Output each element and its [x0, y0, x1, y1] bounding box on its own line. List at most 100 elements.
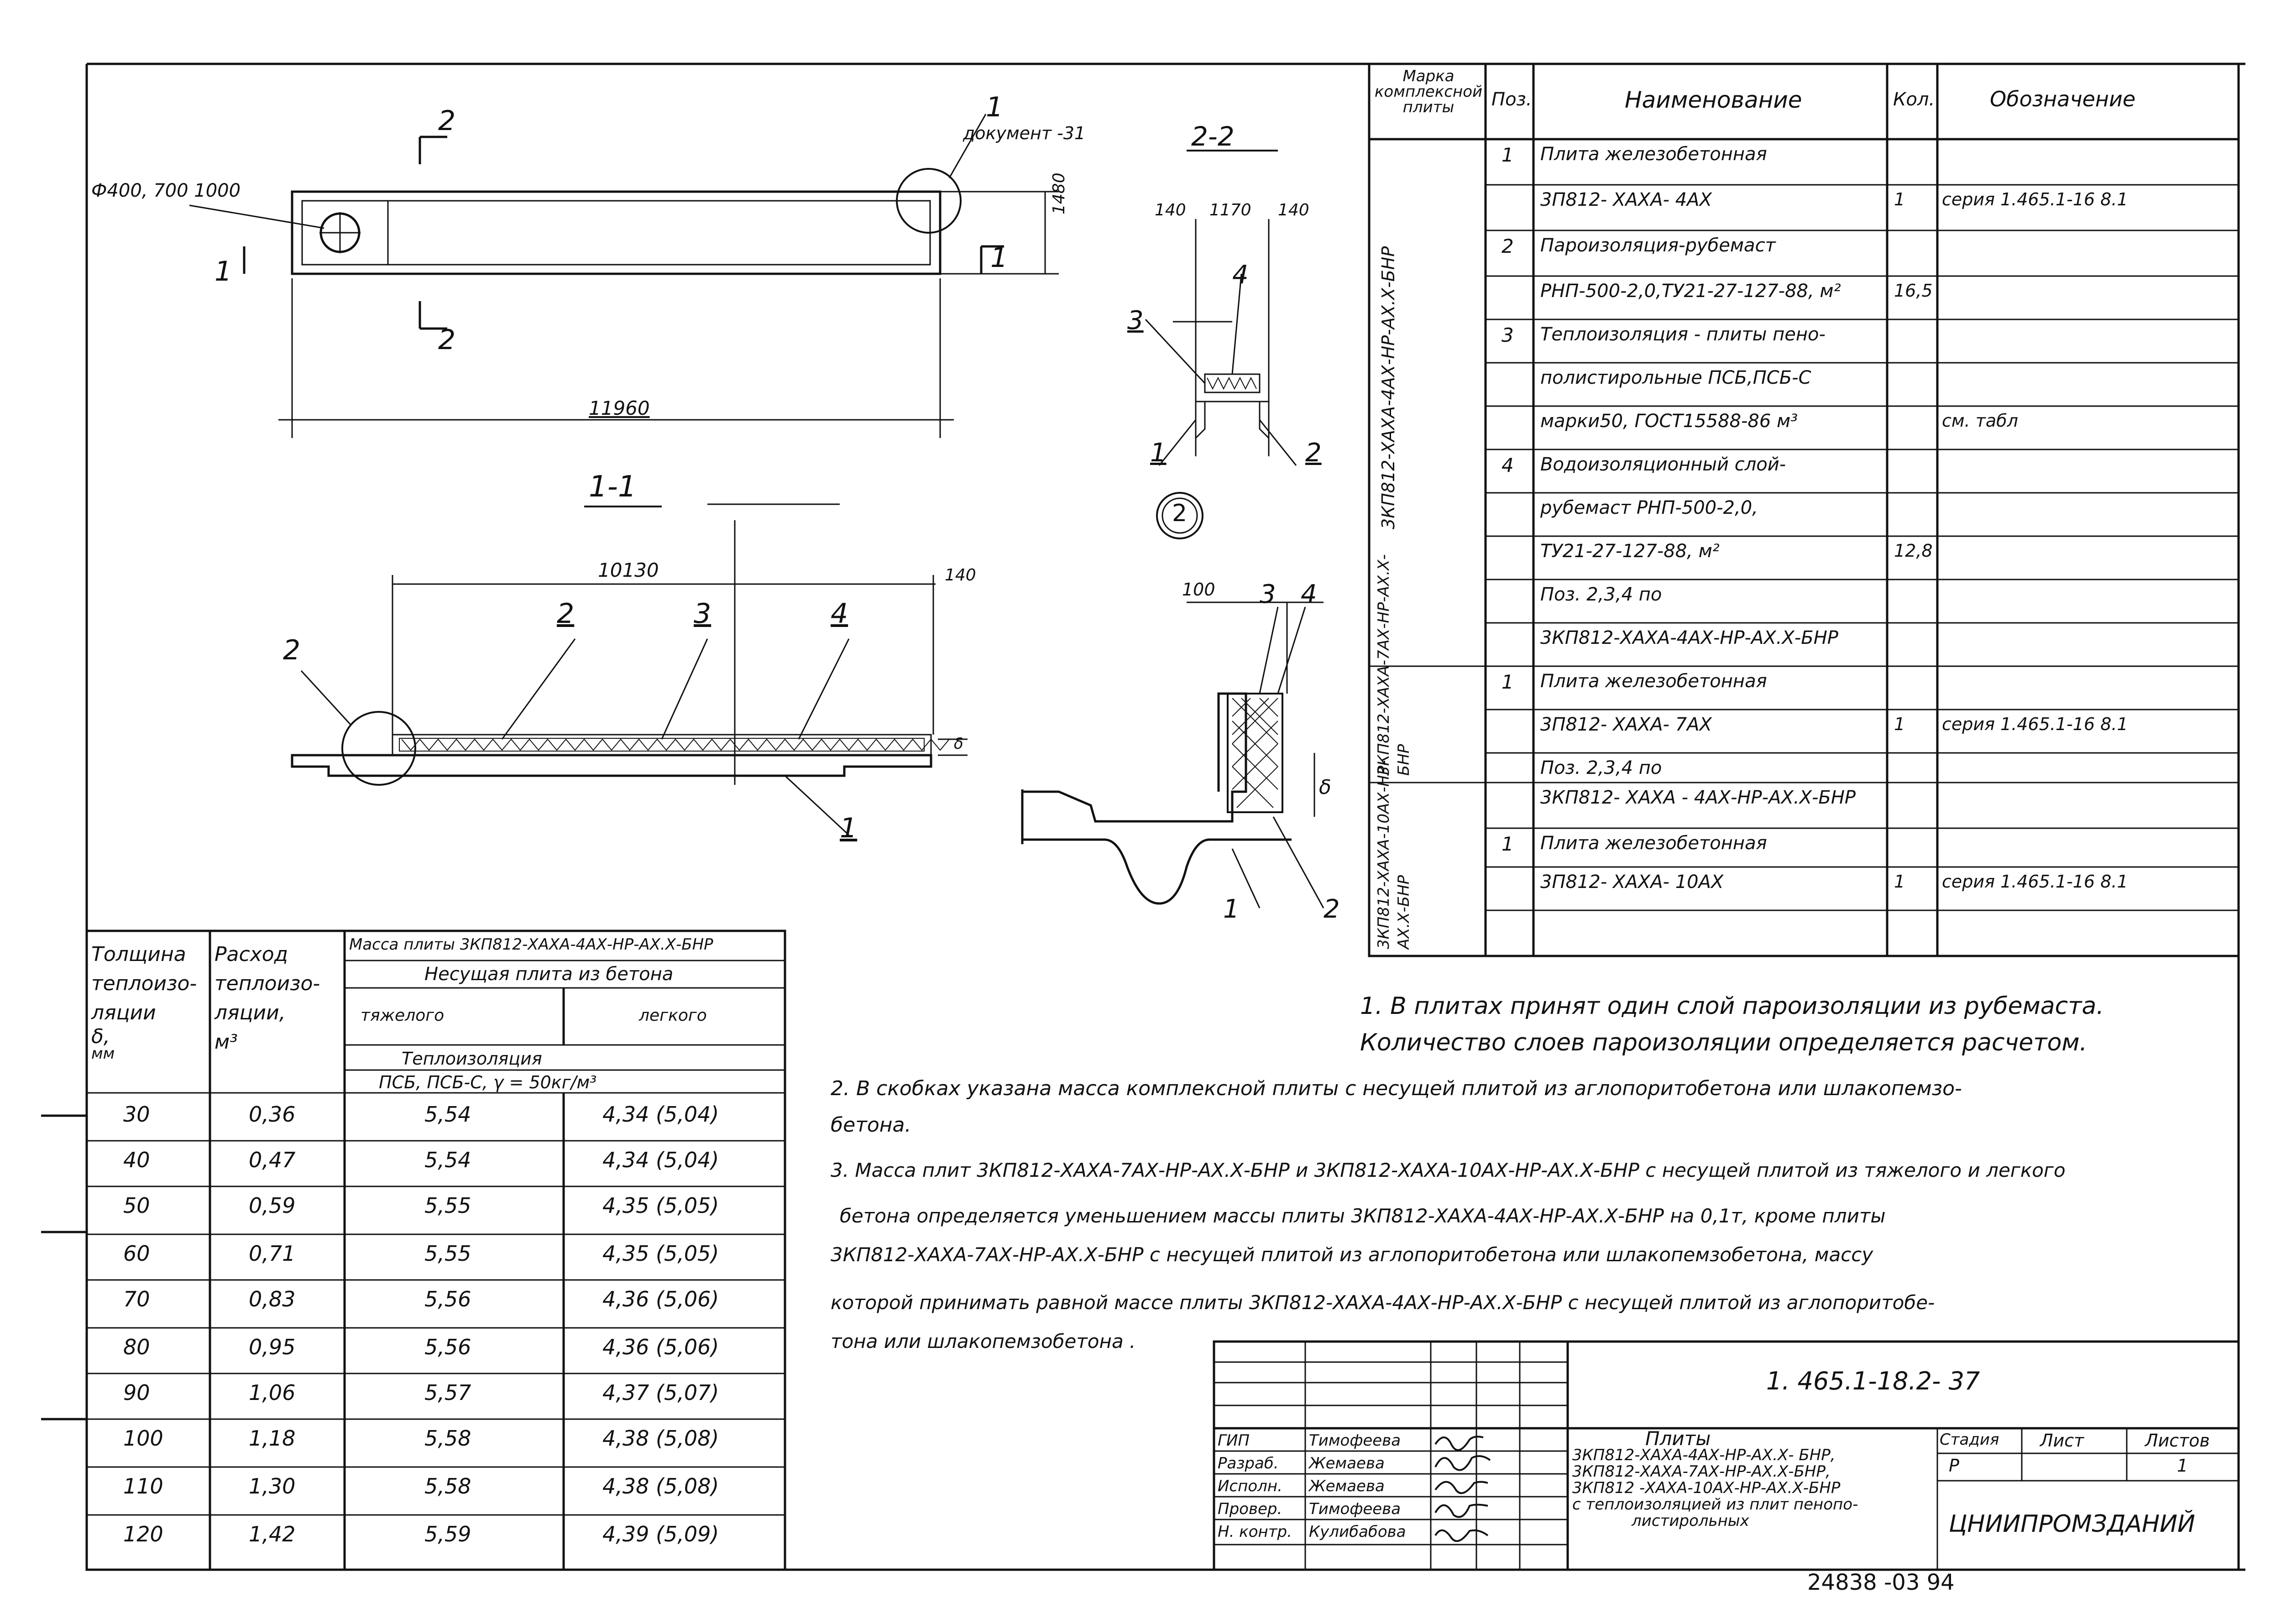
mass-header-consumption-l2: теплоизо-	[214, 972, 320, 995]
mass-header-thickness-l2: теплоизо-	[91, 972, 197, 995]
section-1-1-pos-3: 3	[694, 598, 712, 630]
spec-row-name: Плита железобетонная	[1540, 671, 1767, 692]
role-label: Разраб.	[1218, 1454, 1279, 1473]
section-1-1-length: 10130	[598, 559, 659, 581]
mass-header-thickness-l1: Толщина	[91, 943, 186, 966]
spec-row-name: Теплоизоляция - плиты пено-	[1540, 324, 1826, 345]
spec-row-name: 3П812- ХАХА- 4АХ	[1540, 189, 1712, 210]
title-line-4: с теплоизоляцией из плит пенопо-	[1572, 1495, 1858, 1514]
mass-cell-consumption: 1,42	[249, 1522, 296, 1546]
note-2b: бетона.	[831, 1113, 911, 1137]
mass-header-heavy: тяжелого	[361, 1006, 445, 1025]
mass-cell-light: 4,36 (5,06)	[602, 1335, 719, 1359]
mass-cell-consumption: 0,59	[249, 1193, 296, 1218]
role-person: Жемаева	[1309, 1477, 1385, 1495]
spec-header-designation: Обозначение	[1990, 87, 2136, 111]
section-1-1-pos-4: 4	[831, 598, 848, 630]
mass-header-bearing: Несущая плита из бетона	[424, 964, 674, 985]
section-2-2-dim-right: 140	[1278, 201, 1309, 219]
section-1-1-callout-2: 2	[283, 634, 301, 666]
mass-header-thickness-l5: мм	[91, 1044, 115, 1063]
note-3c: 3КП812-ХАХА-7АХ-НР-АХ.Х-БНР с несущей пл…	[831, 1243, 1873, 1266]
spec-row-qty: 12,8	[1894, 541, 1933, 561]
spec-row-pos: 1	[1501, 833, 1514, 855]
note-1b: Количество слоев пароизоляции определяет…	[1360, 1029, 2087, 1056]
role-label: Н. контр.	[1218, 1523, 1292, 1541]
doc-ref-label: документ -31	[963, 123, 1086, 143]
section-1-1-title: 1-1	[589, 470, 637, 504]
spec-row-name: Плита железобетонная	[1540, 833, 1767, 854]
mass-cell-light: 4,35 (5,05)	[602, 1241, 719, 1266]
detail-2-pos-3: 3	[1260, 580, 1276, 609]
detail-2-pos-2: 2	[1324, 894, 1340, 924]
spec-group-mark-10ax: 3КП812-ХАХА-10АХ-НР-АХ.Х-БНР	[1375, 760, 1413, 949]
section-mark-2-top: 2	[438, 105, 456, 137]
mass-header-thickness-l4: δ,	[91, 1025, 110, 1048]
mass-cell-light: 4,39 (5,09)	[602, 1522, 719, 1546]
plan-length-dim: 11960	[589, 397, 650, 419]
plan-height-dim: 1480	[1050, 172, 1068, 214]
title-line-1: 3КП812-ХАХА-4АХ-НР-АХ.Х- БНР,	[1572, 1446, 1836, 1464]
section-2-2-dim-mid: 1170	[1209, 201, 1251, 219]
mass-cell-heavy: 5,55	[424, 1241, 471, 1266]
spec-row-name: 3П812- ХАХА- 7АХ	[1540, 714, 1712, 735]
mass-header-type: ПСБ, ПСБ-С, γ = 50кг/м³	[379, 1072, 597, 1092]
mass-cell-thickness: 70	[123, 1287, 150, 1311]
section-1-1-pos-1: 1	[840, 812, 858, 844]
spec-row-name: Плита железобетонная	[1540, 144, 1767, 165]
mass-cell-thickness: 40	[123, 1148, 150, 1172]
mass-cell-thickness: 110	[123, 1474, 163, 1499]
detail-2-thk: δ	[1319, 776, 1331, 799]
note-3e: тона или шлакопемзобетона .	[831, 1330, 1136, 1352]
role-label: Провер.	[1218, 1500, 1282, 1518]
spec-row-name: 3КП812-ХАХА-4АХ-НР-АХ.Х-БНР	[1540, 627, 1838, 648]
mass-header-insul: Теплоизоляция	[402, 1049, 542, 1069]
mass-header-consumption-l3: ляции,	[214, 1001, 286, 1024]
spec-row-name: марки50, ГОСТ15588-86 м³	[1540, 411, 1798, 432]
detail-2-dim-100: 100	[1182, 580, 1215, 600]
mass-cell-thickness: 30	[123, 1102, 150, 1127]
doc-code: 1. 465.1-18.2- 37	[1766, 1367, 1980, 1395]
mass-header-thickness-l3: ляции	[91, 1001, 156, 1024]
mass-cell-consumption: 0,83	[249, 1287, 296, 1311]
spec-header-qty: Кол.	[1893, 89, 1935, 110]
role-label: ГИП	[1218, 1431, 1250, 1450]
role-person: Тимофеева	[1309, 1431, 1401, 1450]
role-person: Тимофеева	[1309, 1500, 1401, 1518]
spec-row-designation: серия 1.465.1-16 8.1	[1942, 872, 2128, 892]
mass-cell-light: 4,36 (5,06)	[602, 1287, 719, 1311]
section-2-2-pos-2: 2	[1305, 438, 1322, 468]
mass-cell-light: 4,35 (5,05)	[602, 1193, 719, 1218]
spec-row-name: Поз. 2,3,4 по	[1540, 757, 1662, 778]
role-label: Исполн.	[1218, 1477, 1282, 1495]
mass-cell-thickness: 120	[123, 1522, 163, 1546]
organization: ЦНИИПРОМЗДАНИЙ	[1949, 1510, 2195, 1538]
spec-group-mark-4ax: 3КП812-ХАХА-4АХ-НР-АХ.Х-БНР	[1378, 246, 1398, 529]
mass-header-consumption-l1: Расход	[214, 943, 288, 966]
mass-cell-consumption: 1,06	[249, 1380, 296, 1405]
spec-row-name: полистирольные ПСБ,ПСБ-С	[1540, 367, 1811, 388]
spec-row-pos: 3	[1501, 324, 1514, 346]
spec-row-qty: 1	[1894, 872, 1905, 892]
spec-row-designation: см. табл	[1942, 411, 2018, 431]
stage-value: Р	[1949, 1456, 1959, 1476]
spec-row-name: 3КП812- ХАХА - 4АХ-НР-АХ.Х-БНР	[1540, 787, 1856, 808]
section-2-2-title: 2-2	[1191, 121, 1235, 152]
detail-2-pos-1: 1	[1223, 894, 1240, 924]
spec-row-qty: 16,5	[1894, 281, 1933, 301]
spec-header-mark: Марка комплексной плиты	[1374, 67, 1483, 116]
title-line-5: листирольных	[1632, 1512, 1749, 1530]
spec-row-name: 3П812- ХАХА- 10АХ	[1540, 872, 1724, 893]
detail-2-pos-4: 4	[1301, 580, 1317, 609]
spec-row-pos: 1	[1501, 144, 1514, 166]
spec-group-mark-7ax: 3КП812-ХАХА-7АХ-НР-АХ.Х-БНР	[1375, 554, 1413, 776]
hole-label: Ф400, 700 1000	[91, 180, 241, 201]
spec-row-name: Пароизоляция-рубемаст	[1540, 235, 1776, 256]
mass-header-mass: Масса плиты 3КП812-ХАХА-4АХ-НР-АХ.Х-БНР	[349, 935, 713, 954]
title-line-2: 3КП812-ХАХА-7АХ-НР-АХ.Х-БНР,	[1572, 1462, 1831, 1481]
spec-row-qty: 1	[1894, 189, 1905, 209]
detail-2-circle-label: 2	[1172, 500, 1188, 527]
spec-header-pos: Поз.	[1491, 89, 1532, 110]
